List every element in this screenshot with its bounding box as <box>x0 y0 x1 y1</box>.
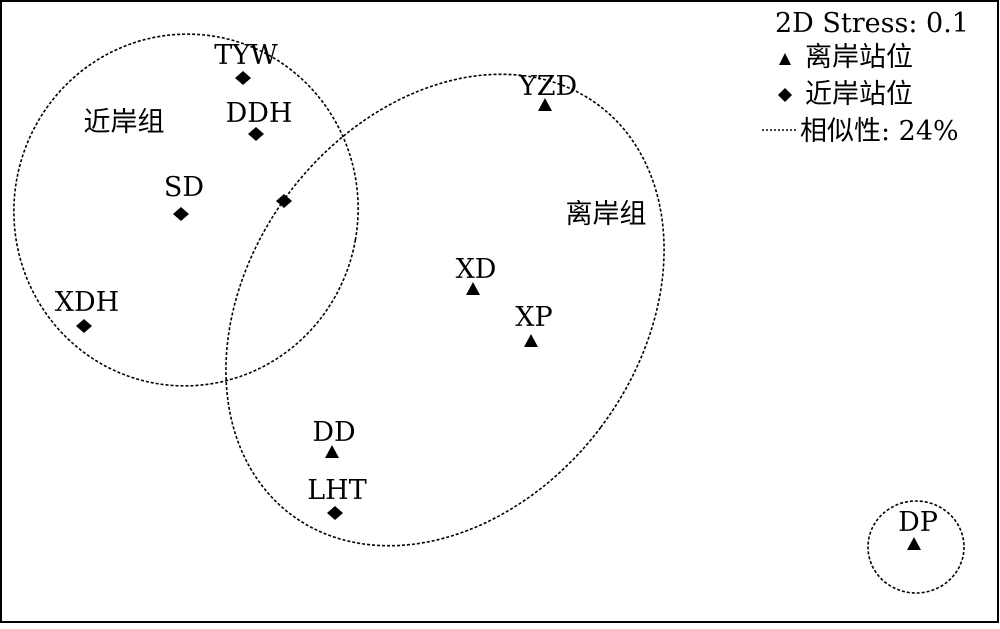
diamond-marker-0 <box>235 71 251 85</box>
group-label-1: 离岸组 <box>566 199 647 230</box>
point-label-xd: XD <box>456 254 497 285</box>
group-ellipse-0 <box>13 33 359 387</box>
legend-nearshore-label: 近岸站位 <box>805 79 913 110</box>
legend-diamond-marker <box>778 88 792 102</box>
triangle-marker-6 <box>538 98 552 111</box>
legend: 2D Stress: 0.1 离岸站位 近岸站位 相似性: 24% <box>762 8 969 147</box>
triangle-marker-9 <box>325 445 339 458</box>
diamond-marker-5 <box>327 506 343 520</box>
group-label-0: 近岸组 <box>84 107 165 138</box>
group-ellipse-1 <box>225 73 665 547</box>
legend-similarity-label: 相似性: 24% <box>800 116 959 147</box>
diamond-marker-2 <box>173 207 189 221</box>
triangle-marker-7 <box>466 282 480 295</box>
triangle-marker-8 <box>524 334 538 347</box>
legend-triangle-marker <box>779 53 791 65</box>
point-label-lht: LHT <box>307 475 366 506</box>
point-label-xdh: XDH <box>55 287 119 318</box>
point-label-yzd: YZD <box>518 71 577 102</box>
point-label-dp: DP <box>898 507 938 538</box>
point-label-ddh: DDH <box>226 98 293 129</box>
diamond-marker-4 <box>76 319 92 333</box>
data-points: TYW DDH SD XDH LHT YZD XD XP DD DP <box>55 40 938 550</box>
legend-stress: 2D Stress: 0.1 <box>775 8 969 39</box>
diamond-marker-1 <box>248 127 264 141</box>
diamond-marker-3 <box>276 194 292 208</box>
triangle-marker-10 <box>907 537 921 550</box>
point-label-tyw: TYW <box>214 40 278 71</box>
legend-offshore-label: 离岸站位 <box>805 42 913 73</box>
point-label-dd: DD <box>312 417 355 448</box>
point-label-xp: XP <box>515 302 552 333</box>
group-ellipse-2 <box>867 500 965 594</box>
point-label-sd: SD <box>164 172 204 203</box>
